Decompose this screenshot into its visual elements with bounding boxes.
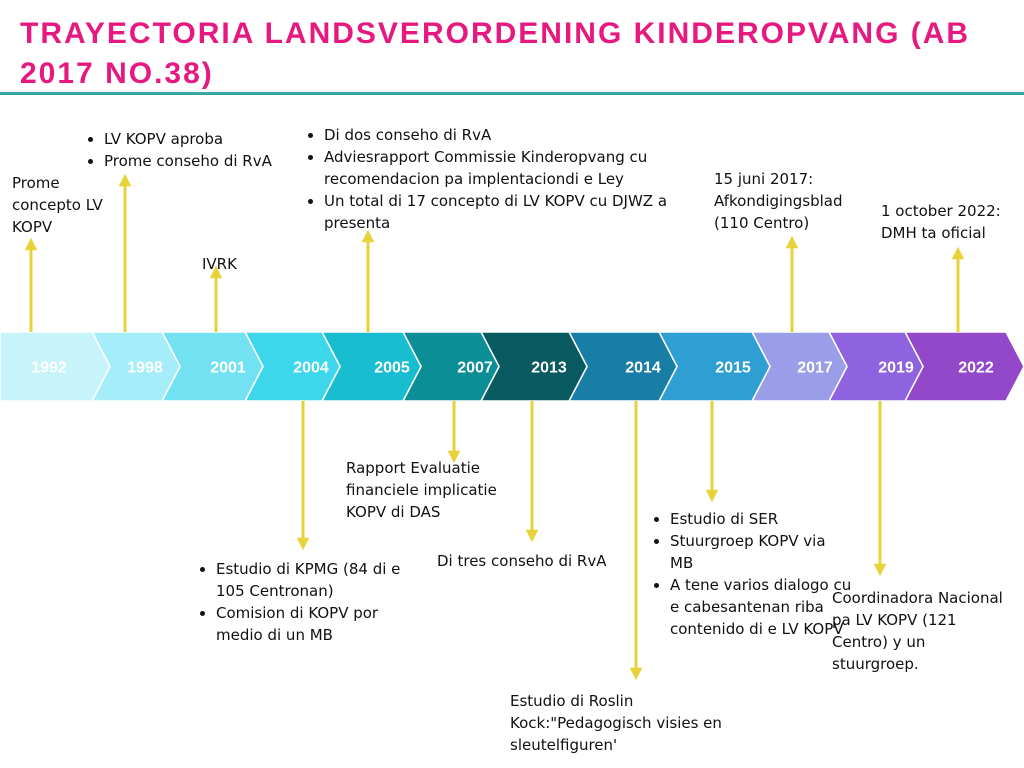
event-2005-list: Di dos conseho di RvA Adviesrapport Comm… — [302, 124, 697, 234]
event-2014-text: Estudio di Roslin Kock:"Pedagogisch visi… — [510, 692, 722, 754]
event-2005-item: Adviesrapport Commissie Kinderopvang cu … — [324, 146, 697, 190]
event-2005-item: Un total di 17 concepto di LV KOPV cu DJ… — [324, 190, 697, 234]
year-label-2022: 2022 — [958, 360, 994, 377]
event-1992: Prome concepto LV KOPV — [12, 172, 107, 238]
event-2017-text: 15 juni 2017: Afkondigingsblad (110 Cent… — [714, 170, 843, 232]
event-2001-text: IVRK — [202, 255, 237, 273]
event-2022: 1 october 2022: DMH ta oficial — [881, 200, 1016, 244]
year-label-2004: 2004 — [293, 360, 329, 377]
event-2015-item: Estudio di SER — [670, 508, 853, 530]
event-1998-item: Prome conseho di RvA — [104, 150, 312, 172]
year-label-2017: 2017 — [797, 360, 833, 377]
event-2005-item: Di dos conseho di RvA — [324, 124, 697, 146]
year-label-2014: 2014 — [625, 360, 661, 377]
year-label-2013: 2013 — [531, 360, 567, 377]
year-label-1992: 1992 — [31, 360, 67, 377]
event-2015-item: A tene varios dialogo cu e cabesantenan … — [670, 574, 853, 640]
event-2007: Rapport Evaluatie financiele implicatie … — [346, 457, 531, 523]
year-label-2005: 2005 — [374, 360, 410, 377]
page-title: TRAYECTORIA LANDSVERORDENING KINDEROPVAN… — [20, 17, 971, 90]
year-label-2001: 2001 — [210, 360, 246, 377]
event-2004-item: Estudio di KPMG (84 di e 105 Centronan) — [216, 558, 409, 602]
event-1998: LV KOPV aproba Prome conseho di RvA — [82, 128, 312, 172]
event-2015-item: Stuurgroep KOPV via MB — [670, 530, 853, 574]
event-2013: Di tres conseho di RvA — [437, 550, 647, 572]
year-label-2015: 2015 — [715, 360, 751, 377]
event-2017: 15 juni 2017: Afkondigingsblad (110 Cent… — [714, 168, 864, 234]
event-2005: Di dos conseho di RvA Adviesrapport Comm… — [302, 124, 697, 234]
event-1992-text: Prome concepto LV KOPV — [12, 174, 103, 236]
year-label-2019: 2019 — [878, 360, 914, 377]
event-2004-item: Comision di KOPV por medio di un MB — [216, 602, 409, 646]
year-chevron-1992 — [0, 331, 111, 402]
event-2019: Coordinadora Nacional pa LV KOPV (121 Ce… — [832, 587, 1012, 675]
event-1998-item: LV KOPV aproba — [104, 128, 312, 150]
title-divider — [0, 92, 1024, 95]
event-2019-text: Coordinadora Nacional pa LV KOPV (121 Ce… — [832, 589, 1003, 673]
year-label-1998: 1998 — [127, 360, 163, 377]
year-label-2007: 2007 — [457, 360, 493, 377]
event-2004-list: Estudio di KPMG (84 di e 105 Centronan) … — [194, 558, 409, 646]
event-1998-list: LV KOPV aproba Prome conseho di RvA — [82, 128, 312, 172]
event-2022-text: 1 october 2022: DMH ta oficial — [881, 202, 1001, 242]
event-2013-text: Di tres conseho di RvA — [437, 552, 607, 570]
event-2015: Estudio di SER Stuurgroep KOPV via MB A … — [648, 508, 853, 640]
event-2007-text: Rapport Evaluatie financiele implicatie … — [346, 459, 497, 521]
event-2014: Estudio di Roslin Kock:"Pedagogisch visi… — [510, 690, 740, 756]
event-2001: IVRK — [202, 253, 262, 275]
event-2015-list: Estudio di SER Stuurgroep KOPV via MB A … — [648, 508, 853, 640]
event-2004: Estudio di KPMG (84 di e 105 Centronan) … — [194, 558, 409, 646]
